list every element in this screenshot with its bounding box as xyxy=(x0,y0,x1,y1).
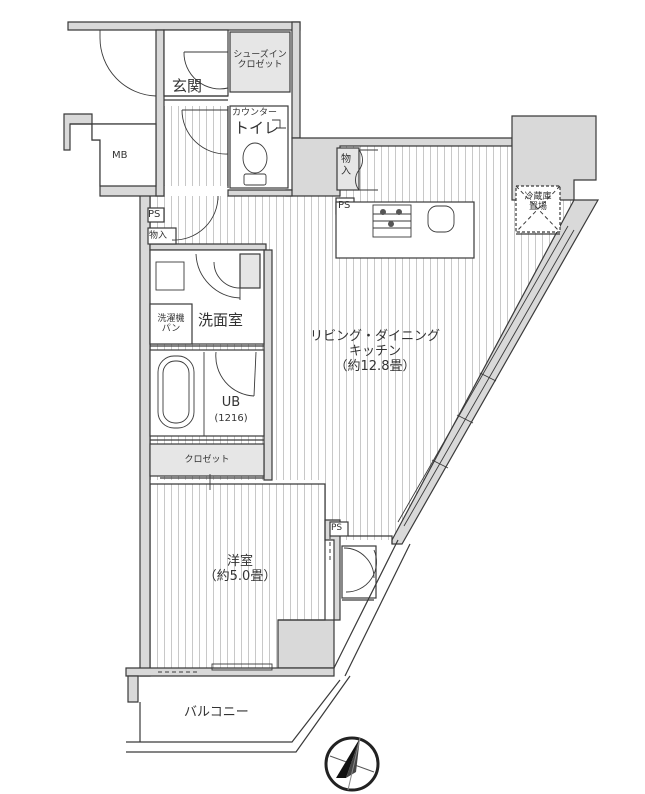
label-entrance: 玄関 xyxy=(172,77,203,95)
label-counter: カウンター xyxy=(232,108,278,118)
wall-hall-bottom xyxy=(149,243,267,251)
label-toilet: トイレ xyxy=(234,119,280,137)
wall-top xyxy=(67,21,301,31)
toilet-icon xyxy=(242,142,268,174)
wall-bedroom-bottom xyxy=(125,667,335,677)
label-ps-top-left: PS xyxy=(148,209,161,220)
label-bedroom-ps: PS xyxy=(331,523,343,533)
label-washer-line2: パン xyxy=(161,324,181,335)
hallway-floor xyxy=(164,106,228,186)
door-swing-front xyxy=(99,37,157,97)
wall-stub-bottom-left xyxy=(127,675,139,703)
closet xyxy=(149,443,265,477)
label-fridge-line1: 冷蔵庫 xyxy=(524,192,552,202)
label-bath-size: (1216) xyxy=(214,412,248,424)
label-bath-name: UB xyxy=(221,395,241,410)
label-bath: UB (1216) xyxy=(208,395,254,426)
wall-toilet-bottom xyxy=(227,189,293,197)
label-storage-left: 物入 xyxy=(149,231,168,241)
label-washer-pan: 洗濯機 パン xyxy=(151,314,191,335)
bedroom-ps xyxy=(329,521,349,537)
basin-icon xyxy=(155,261,185,291)
label-washroom: 洗面室 xyxy=(198,311,244,329)
ps-top-left xyxy=(147,207,165,223)
label-bedroom-size: （約5.0畳） xyxy=(203,568,277,584)
kitchen-counter xyxy=(335,201,475,259)
washer-pan xyxy=(149,303,193,345)
door-swing-entrance xyxy=(183,51,229,90)
pillar-bottom-right xyxy=(277,619,335,669)
label-kitchen-ps: PS xyxy=(338,200,351,211)
label-ldk-line1: リビング・ダイニング xyxy=(309,329,440,344)
storage-left xyxy=(147,227,177,245)
wall-entrance-left xyxy=(155,29,165,197)
label-shoe-closet-line2: クロゼット xyxy=(237,60,283,71)
label-closet: クロゼット xyxy=(184,455,230,465)
pillar-top-right xyxy=(511,115,597,201)
sink-icon xyxy=(427,205,455,233)
label-bedroom: 洋室 （約5.0畳） xyxy=(190,554,290,585)
label-kitchen-storage-line2: 入 xyxy=(341,165,351,177)
mb-room xyxy=(70,123,157,187)
label-kitchen-storage: 物 入 xyxy=(341,154,351,177)
label-ldk-size: （約12.8畳） xyxy=(334,358,416,374)
label-mb: MB xyxy=(112,150,128,161)
shoe-closet xyxy=(229,31,291,93)
label-ldk-line2: キッチン xyxy=(348,343,401,359)
label-ldk: リビング・ダイニング キッチン （約12.8畳） xyxy=(300,329,450,375)
bedroom-floor xyxy=(150,484,325,668)
north-arrow-icon xyxy=(324,736,380,792)
label-bedroom-name: 洋室 xyxy=(226,554,253,569)
label-fridge-line2: 置場 xyxy=(528,202,547,213)
label-fridge: 冷蔵庫 置場 xyxy=(518,192,558,213)
label-kitchen-storage-line1: 物 xyxy=(341,154,351,165)
kitchen-storage xyxy=(336,147,360,191)
label-washer-line1: 洗濯機 xyxy=(157,314,185,324)
wall-wet-right xyxy=(263,249,273,481)
label-shoe-closet: シューズイン クロゼット xyxy=(231,50,289,71)
label-balcony: バルコニー xyxy=(184,705,249,720)
label-shoe-closet-line1: シューズイン xyxy=(233,50,287,60)
wall-left xyxy=(139,185,151,677)
wall-entrance-right xyxy=(291,21,301,139)
bathtub-icon xyxy=(157,355,195,429)
balcony-outline xyxy=(126,679,341,743)
